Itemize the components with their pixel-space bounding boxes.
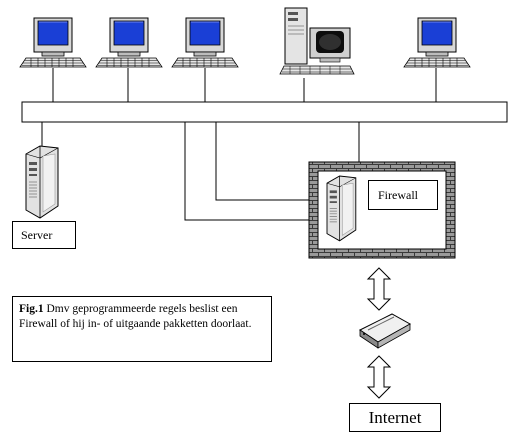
caption-text: Dmv geprogrammeerde regels beslist een F… [19, 303, 252, 330]
double-arrow-icon [367, 355, 391, 399]
workstation-icon [19, 17, 87, 68]
workstation-icon [171, 17, 239, 68]
internet-label: Internet [349, 403, 441, 432]
double-arrow-icon [367, 267, 391, 311]
workstation-icon [403, 17, 471, 68]
modem-icon [359, 313, 412, 349]
firewall-label: Firewall [368, 180, 438, 210]
figure-number: Fig.1 [19, 303, 44, 315]
figure-caption: Fig.1 Dmv geprogrammeerde regels beslist… [12, 296, 272, 362]
tower-workstation-icon [279, 7, 355, 75]
server-icon [25, 145, 59, 219]
server-label: Server [12, 221, 76, 249]
firewall-server-icon [326, 175, 357, 242]
workstation-icon [95, 17, 163, 68]
